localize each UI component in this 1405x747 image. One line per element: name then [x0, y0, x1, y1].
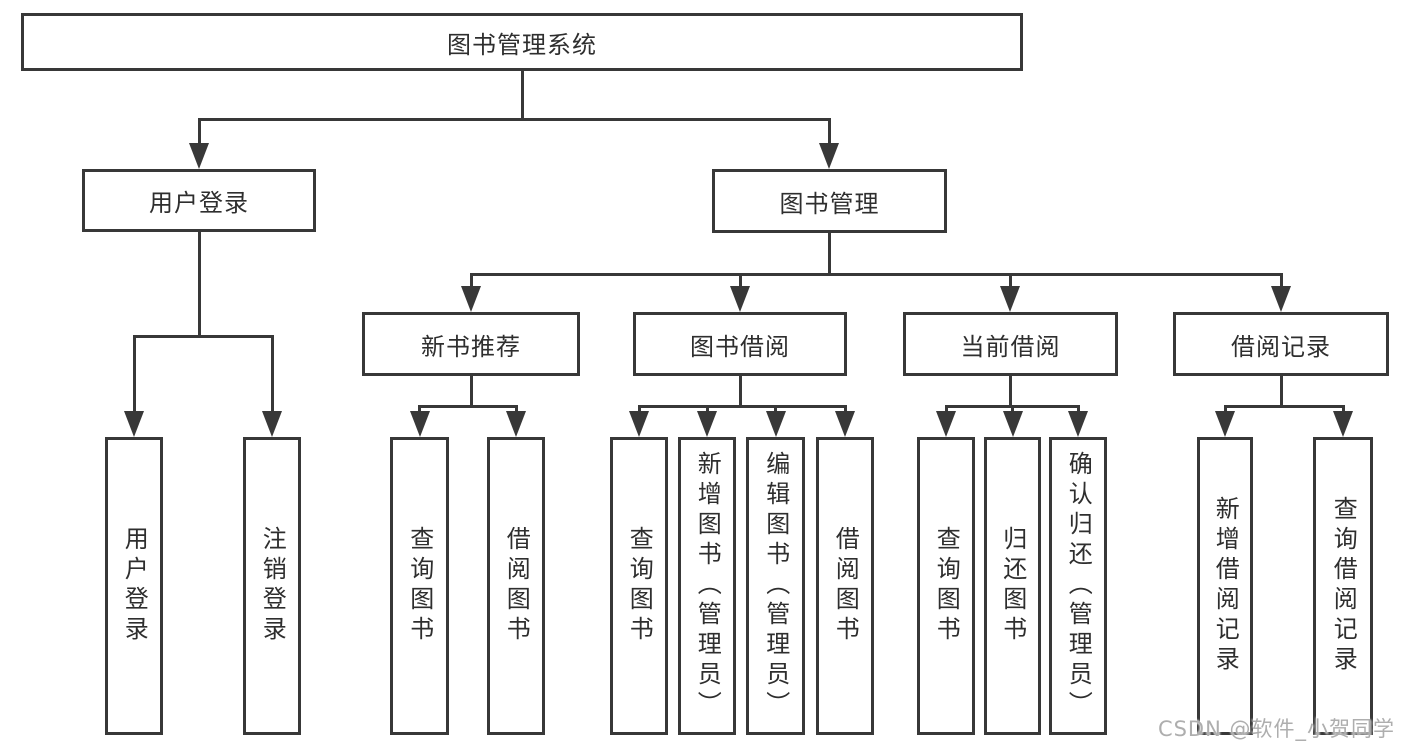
node-new-book-recommend: 新书推荐 — [362, 312, 580, 376]
connector-arrowhead — [262, 411, 282, 437]
leaf-borrow-books-recommend: 借阅图书 — [487, 437, 545, 735]
node-label: 用户登录 — [149, 189, 249, 217]
connector-line — [470, 376, 473, 405]
leaf-label: 借阅图书 — [502, 526, 531, 646]
connector-arrowhead — [1000, 286, 1020, 312]
connector-line — [739, 376, 742, 405]
connector-arrowhead — [124, 411, 144, 437]
connector-line — [945, 405, 948, 415]
leaf-confirm-return-admin: 确认归还（管理员） — [1049, 437, 1107, 735]
leaf-label: 借阅图书 — [831, 526, 860, 646]
connector-line — [133, 335, 274, 338]
connector-arrowhead — [629, 411, 649, 437]
connector-line — [1077, 405, 1080, 415]
connector-arrowhead — [506, 411, 526, 437]
leaf-label: 新增借阅记录 — [1211, 496, 1240, 676]
connector-line — [521, 71, 524, 118]
node-label: 借阅记录 — [1231, 332, 1331, 361]
leaf-label: 查询图书 — [625, 526, 654, 646]
leaf-add-borrow-record: 新增借阅记录 — [1197, 437, 1253, 735]
connector-line — [198, 118, 201, 146]
node-label: 新书推荐 — [421, 332, 521, 361]
connector-arrowhead — [461, 286, 481, 312]
connector-arrowhead — [410, 411, 430, 437]
connector-line — [1280, 376, 1283, 405]
leaf-label: 编辑图书（管理员） — [761, 451, 790, 721]
leaf-query-books-recommend: 查询图书 — [390, 437, 449, 735]
node-label: 图书管理 — [779, 189, 880, 218]
connector-line — [1009, 273, 1012, 290]
leaf-label: 查询图书 — [405, 526, 434, 646]
leaf-return-book: 归还图书 — [984, 437, 1041, 735]
connector-arrowhead — [1215, 411, 1235, 437]
connector-arrowhead — [835, 411, 855, 437]
connector-arrowhead — [730, 286, 750, 312]
leaf-label: 归还图书 — [998, 526, 1027, 646]
connector-line — [1280, 273, 1283, 290]
connector-arrowhead — [1271, 286, 1291, 312]
connector-arrowhead — [1003, 411, 1023, 437]
connector-line — [271, 335, 274, 414]
node-book-borrow: 图书借阅 — [633, 312, 847, 376]
connector-line — [1009, 376, 1012, 405]
connector-line — [198, 118, 831, 121]
connector-line — [774, 405, 777, 415]
leaf-label: 确认归还（管理员） — [1064, 451, 1093, 721]
connector-arrowhead — [1333, 411, 1353, 437]
connector-line — [844, 405, 847, 415]
connector-line — [133, 335, 136, 414]
connector-arrowhead — [766, 411, 786, 437]
connector-arrowhead — [1068, 411, 1088, 437]
connector-line — [828, 233, 831, 273]
leaf-label: 查询借阅记录 — [1329, 496, 1358, 676]
connector-line — [739, 273, 742, 290]
connector-line — [1342, 405, 1345, 415]
leaf-query-books-borrow: 查询图书 — [610, 437, 668, 735]
connector-line — [828, 118, 831, 146]
connector-line — [198, 232, 201, 335]
connector-line — [638, 405, 847, 408]
node-label: 图书借阅 — [690, 332, 790, 361]
connector-line — [515, 405, 518, 415]
leaf-label: 注销登录 — [258, 526, 287, 646]
connector-line — [470, 273, 1283, 276]
connector-line — [418, 405, 421, 415]
connector-line — [638, 405, 641, 415]
node-current-borrow: 当前借阅 — [903, 312, 1118, 376]
leaf-label: 查询图书 — [932, 526, 961, 646]
leaf-logout-login: 注销登录 — [243, 437, 301, 735]
csdn-watermark: CSDN @软件_小贺同学 — [1157, 717, 1395, 741]
node-borrow-records: 借阅记录 — [1173, 312, 1389, 376]
node-label: 图书管理系统 — [447, 30, 597, 59]
connector-arrowhead — [819, 143, 839, 169]
connector-line — [470, 273, 473, 290]
node-book-management: 图书管理 — [712, 169, 947, 233]
leaf-borrow-books: 借阅图书 — [816, 437, 874, 735]
connector-line — [1011, 405, 1014, 415]
connector-arrowhead — [936, 411, 956, 437]
connector-line — [706, 405, 709, 415]
connector-line — [1224, 405, 1227, 415]
leaf-label: 新增图书（管理员） — [693, 451, 722, 721]
leaf-add-book-admin: 新增图书（管理员） — [678, 437, 736, 735]
connector-line — [418, 405, 518, 408]
connector-line — [1224, 405, 1345, 408]
connector-arrowhead — [697, 411, 717, 437]
connector-arrowhead — [189, 143, 209, 169]
node-label: 当前借阅 — [960, 332, 1061, 361]
leaf-query-books-current: 查询图书 — [917, 437, 975, 735]
leaf-query-borrow-record: 查询借阅记录 — [1313, 437, 1373, 735]
leaf-label: 用户登录 — [120, 526, 149, 646]
leaf-edit-book-admin: 编辑图书（管理员） — [746, 437, 805, 735]
node-library-management-system: 图书管理系统 — [21, 13, 1023, 71]
node-user-login: 用户登录 — [82, 169, 316, 232]
leaf-user-login: 用户登录 — [105, 437, 163, 735]
